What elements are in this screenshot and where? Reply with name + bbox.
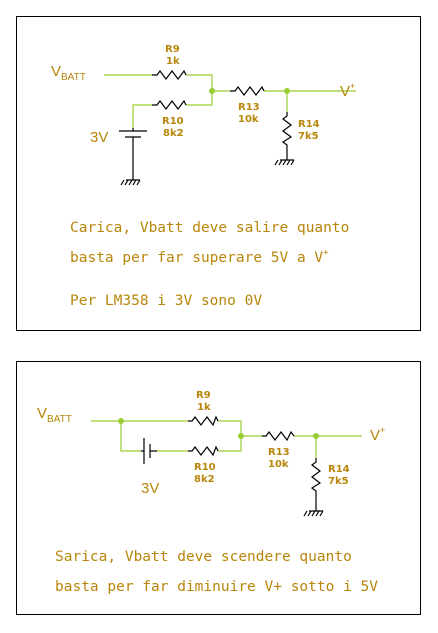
battery-left-wire [120,421,141,452]
ground-icon [120,179,141,186]
note-line: basta per far superare 5V a V+ [70,248,329,266]
svg-text:10k: 10k [268,459,289,470]
note-line: basta per far diminuire V+ sotto i 5V [55,579,378,595]
svg-text:8k2: 8k2 [194,474,215,485]
note-line: Sarica, Vbatt deve scendere quanto [55,549,352,565]
junction-dot [209,88,215,94]
junction-dot [313,433,319,439]
battery-icon [141,438,157,464]
resistor-r13: R13 10k [262,430,295,470]
svg-text:R10: R10 [162,116,184,127]
resistor-r14: R14 7k5 [310,458,350,511]
junction-dot [118,418,124,424]
ground-icon [303,510,324,517]
svg-text:R14: R14 [298,119,320,130]
svg-text:7k5: 7k5 [298,131,319,142]
svg-text:1k: 1k [166,56,180,67]
vbatt-label: VBATT [37,405,72,425]
resistor-r10: R10 8k2 [152,99,187,139]
resistor-r14: R14 7k5 [281,112,320,160]
parallel-node-wire [218,420,242,452]
svg-text:10k: 10k [238,114,259,125]
resistor-r10: R10 8k2 [188,445,219,485]
resistor-r13: R13 10k [230,85,265,125]
svg-text:R13: R13 [238,102,260,113]
svg-text:R9: R9 [196,390,211,401]
note-line: Carica, Vbatt deve salire quanto [70,220,349,236]
svg-text:8k2: 8k2 [163,128,184,139]
vplus-label: V+ [370,425,385,444]
svg-text:R13: R13 [268,447,290,458]
ground-icon [274,159,295,166]
source-label: 3V [141,480,159,497]
svg-text:R10: R10 [194,462,216,473]
r10-left-wire [132,104,152,128]
svg-text:R9: R9 [165,44,180,55]
panel-discharge-frame [16,361,421,615]
svg-text:R14: R14 [328,464,350,475]
panel-discharge: VBATT 3V R9 1k R10 8k2 R1 [16,361,421,615]
svg-text:1k: 1k [197,402,211,413]
vbatt-label: VBATT [51,63,86,83]
battery-icon [119,128,147,180]
junction-dot [238,433,244,439]
resistor-r9: R9 1k [152,44,187,80]
svg-text:7k5: 7k5 [328,476,349,487]
panel-charge: VBATT R9 1k R10 8k2 R13 10k [16,16,421,331]
panel-charge-frame [16,16,421,331]
vplus-label: V+ [340,81,355,100]
parallel-node-wire [186,74,213,106]
junction-dot [284,88,290,94]
note-line: Per LM358 i 3V sono 0V [70,293,262,309]
resistor-r9: R9 1k [188,390,219,427]
source-label: 3V [90,129,108,146]
